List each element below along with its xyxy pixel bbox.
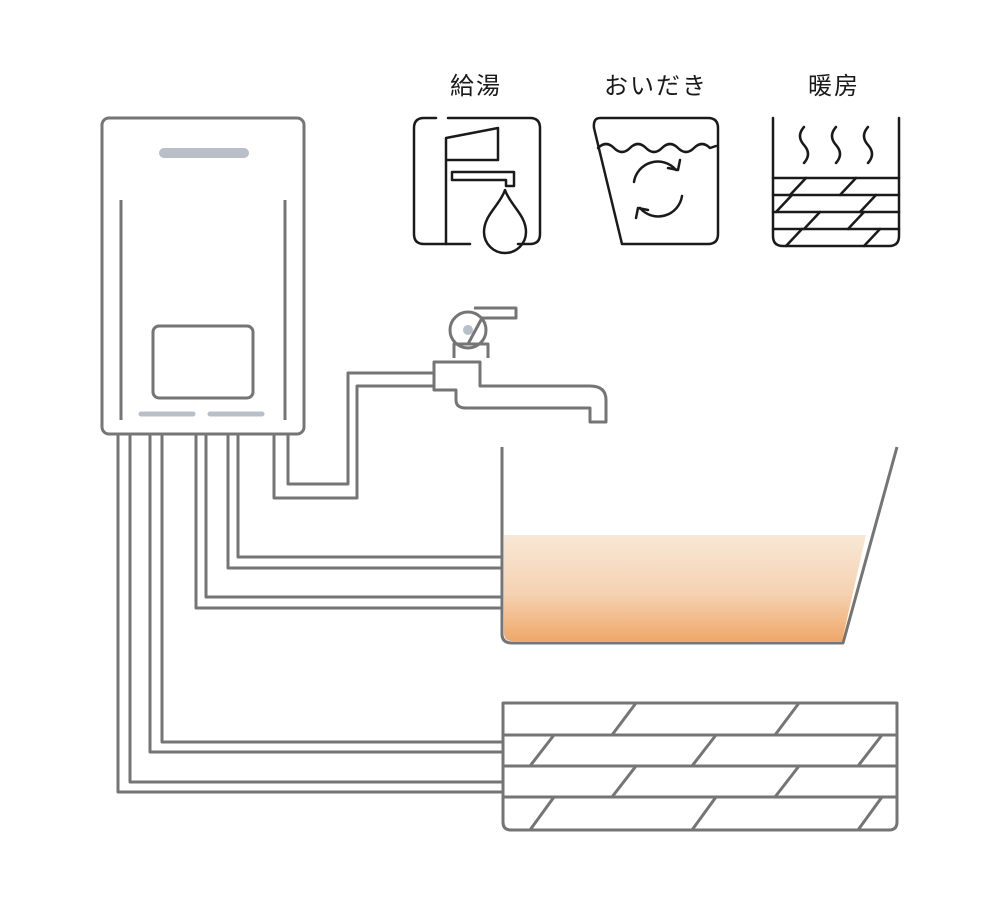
bathtub — [500, 446, 899, 645]
label-reheat: おいだき — [604, 72, 708, 100]
floor-heating-panel — [501, 701, 899, 832]
control-panel — [151, 324, 255, 400]
heating-pipes — [116, 434, 503, 794]
reheat-pipes — [194, 434, 502, 610]
label-hot-water: 給湯 — [450, 72, 502, 100]
floor-heating-icon — [771, 116, 901, 248]
bath-reheat-icon — [592, 116, 720, 246]
supply-pipe — [272, 371, 434, 500]
water-heater-unit — [100, 116, 306, 436]
bath-water — [504, 535, 866, 641]
faucet — [432, 306, 608, 424]
faucet-drop-icon — [412, 116, 542, 255]
label-heating: 暖房 — [808, 72, 860, 100]
